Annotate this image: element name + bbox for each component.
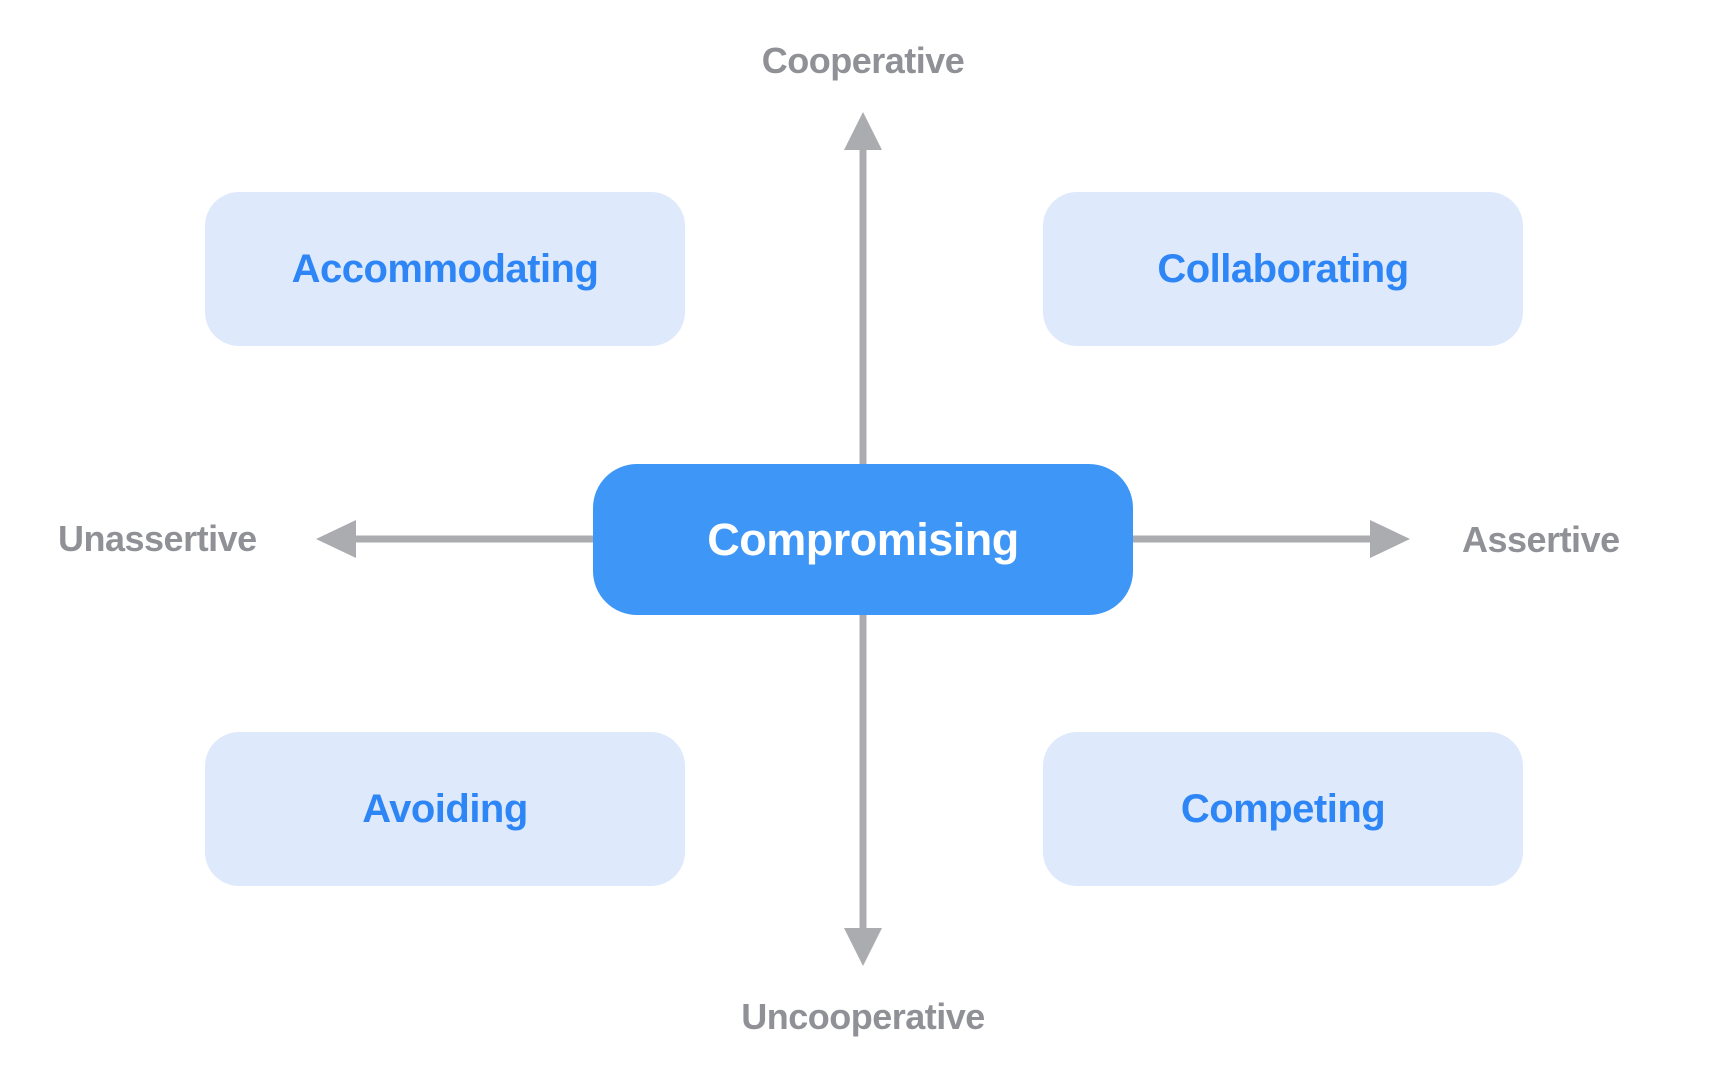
arrow-down-icon (844, 608, 882, 966)
quadrant-competing: Competing (1043, 732, 1523, 886)
quadrant-avoiding: Avoiding (205, 732, 685, 886)
arrow-left-icon (316, 520, 598, 558)
axis-label-assertive: Assertive (1462, 519, 1620, 560)
arrow-right-icon (1128, 520, 1410, 558)
center-label-compromising: Compromising (707, 513, 1019, 565)
quadrant-label-collaborating: Collaborating (1157, 246, 1409, 291)
quadrant-accommodating: Accommodating (205, 192, 685, 346)
axis-label-unassertive: Unassertive (58, 518, 257, 559)
quadrant-collaborating: Collaborating (1043, 192, 1523, 346)
quadrant-label-competing: Competing (1180, 786, 1386, 831)
axis-label-cooperative: Cooperative (761, 40, 965, 81)
axis-label-uncooperative: Uncooperative (741, 996, 985, 1037)
center-box-compromising: Compromising (593, 464, 1133, 615)
arrow-up-icon (844, 112, 882, 470)
quadrant-label-accommodating: Accommodating (291, 246, 599, 291)
quadrant-label-avoiding: Avoiding (362, 786, 528, 831)
